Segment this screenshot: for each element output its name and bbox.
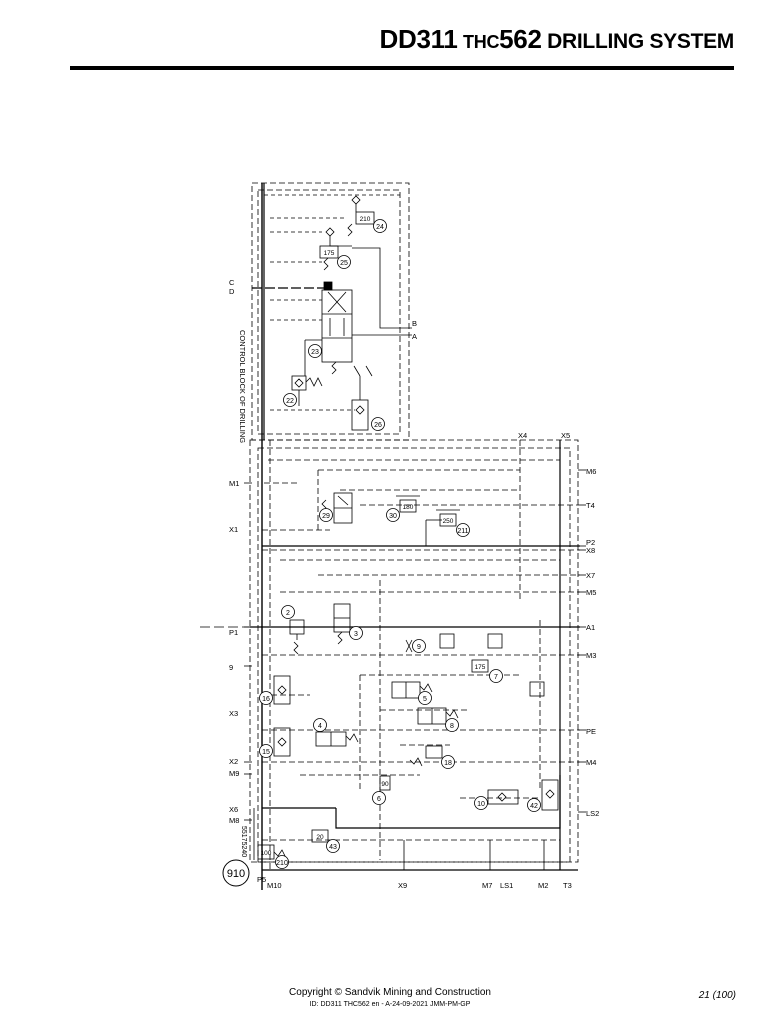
pressure-175-lower: 175 [475, 664, 486, 671]
component-29: 29 [322, 513, 330, 520]
port-a: A [412, 332, 417, 341]
pressure-90: 90 [381, 781, 389, 788]
component-43: 43 [329, 844, 337, 851]
diagram-labels: C D B A X4 X5 M6 T4 P2 X8 X7 M5 A1 M3 PE… [227, 216, 600, 890]
port-x5: X5 [561, 431, 570, 440]
port-m8: M8 [229, 816, 239, 825]
page-number: 21 (100) [698, 990, 736, 1001]
pressure-20: 20 [316, 834, 324, 841]
component-15: 15 [262, 749, 270, 756]
port-x6: X6 [229, 805, 238, 814]
reference-callout [222, 859, 250, 887]
port-m4: M4 [586, 758, 596, 767]
component-18: 18 [444, 760, 452, 767]
port-m5: M5 [586, 588, 596, 597]
port-x4: X4 [518, 431, 527, 440]
port-x2: X2 [229, 757, 238, 766]
port-x8: X8 [586, 546, 595, 555]
component-22: 22 [286, 398, 294, 405]
port-x1: X1 [229, 525, 238, 534]
component-7: 7 [494, 674, 498, 681]
port-m9: M9 [229, 769, 239, 778]
title-mid: THC [463, 32, 500, 52]
title-model2: 562 [499, 24, 542, 54]
title-prefix: DD [379, 24, 417, 54]
reference-number: 910 [227, 868, 245, 880]
port-t3: T3 [563, 881, 572, 890]
component-16: 16 [262, 696, 270, 703]
port-m7: M7 [482, 881, 492, 890]
port-ls2: LS2 [586, 809, 599, 818]
component-210: 210 [276, 860, 288, 867]
footer-document-id: ID: DD311 THC562 en - A-24-09-2021 JMM-P… [309, 1001, 471, 1008]
port-p2: P2 [586, 538, 595, 547]
port-b: B [412, 319, 417, 328]
part-number: 55175240 [240, 826, 247, 857]
port-ls1: LS1 [500, 881, 513, 890]
component-30: 30 [389, 513, 397, 520]
component-26: 26 [374, 422, 382, 429]
header-rule [70, 66, 734, 70]
component-2: 2 [286, 610, 290, 617]
port-a1: A1 [586, 623, 595, 632]
component-9: 9 [417, 644, 421, 651]
component-25: 25 [340, 260, 348, 267]
port-x7: X7 [586, 571, 595, 580]
port-d: D [229, 287, 235, 296]
port-m6: M6 [586, 467, 596, 476]
title-suffix: DRILLING SYSTEM [541, 30, 734, 53]
port-c: C [229, 278, 235, 287]
main-block [200, 183, 586, 890]
port-p1: P1 [229, 628, 238, 637]
pressure-250: 250 [443, 518, 454, 525]
footer-copyright: Copyright © Sandvik Mining and Construct… [289, 987, 491, 998]
component-5: 5 [423, 696, 427, 703]
control-block-label: CONTROL BLOCK OF DRILLING [238, 330, 247, 443]
pressure-210: 210 [360, 216, 371, 223]
port-m2: M2 [538, 881, 548, 890]
component-24: 24 [376, 224, 384, 231]
pressure-180: 180 [403, 504, 414, 511]
component-4: 4 [318, 723, 322, 730]
control-block [251, 182, 412, 441]
port-p5: P5 [257, 875, 266, 884]
component-6: 6 [377, 796, 381, 803]
port-x9: X9 [398, 881, 407, 890]
component-211: 211 [457, 528, 468, 535]
pressure-175-upper: 175 [324, 250, 335, 257]
component-3: 3 [354, 631, 358, 638]
pressure-100: 100 [261, 850, 272, 857]
page-title: DD311 THC562 DRILLING SYSTEM [380, 24, 735, 55]
port-pe: PE [586, 727, 596, 736]
port-m1: M1 [229, 479, 239, 488]
title-model: 311 [416, 24, 458, 54]
port-x3: X3 [229, 709, 238, 718]
port-9: 9 [229, 663, 233, 672]
port-m10: M10 [267, 881, 282, 890]
component-8: 8 [450, 723, 454, 730]
component-callouts [259, 219, 541, 869]
component-42: 42 [530, 803, 538, 810]
port-t4: T4 [586, 501, 595, 510]
component-10: 10 [477, 801, 485, 808]
component-23: 23 [311, 349, 319, 356]
port-m3: M3 [586, 651, 596, 660]
